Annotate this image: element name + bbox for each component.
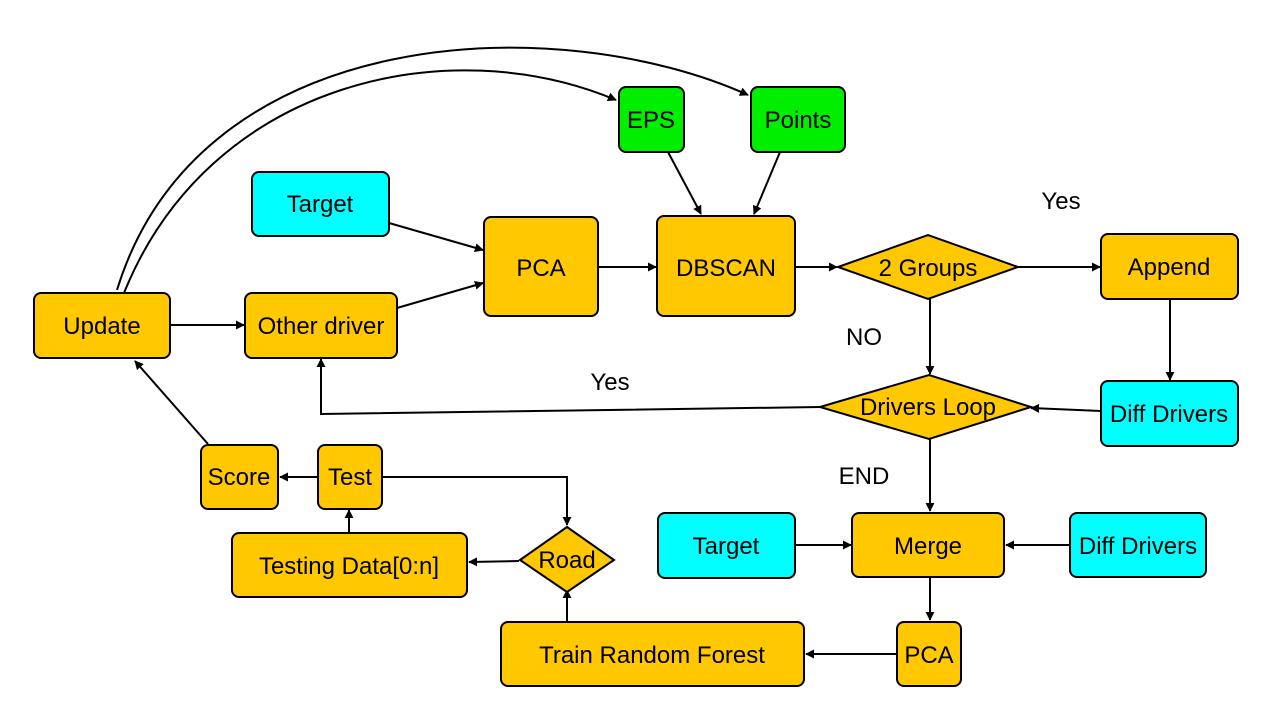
edge-loop-otherdriver (316, 358, 821, 416)
edges (116, 46, 1175, 659)
edge-otherdriver-pca (396, 280, 484, 309)
node-dbscan[interactable]: DBSCAN (656, 215, 796, 317)
node-pca-top[interactable]: PCA (483, 216, 599, 317)
edge-labels: Yes NO Yes END (590, 188, 1080, 490)
node-pca-top-label: PCA (516, 255, 565, 282)
node-diff-drivers-top-label: Diff Drivers (1110, 401, 1228, 428)
node-train-random-forest-label: Train Random Forest (539, 642, 765, 669)
node-eps-label: EPS (627, 107, 675, 134)
node-target-top[interactable]: Target (251, 171, 390, 237)
node-append-label: Append (1128, 254, 1211, 281)
edge-test-road (383, 476, 572, 526)
node-append[interactable]: Append (1100, 233, 1239, 300)
edge-eps-dbscan (667, 151, 702, 215)
node-two-groups-label: 2 Groups (879, 255, 978, 282)
node-test[interactable]: Test (317, 444, 383, 510)
node-score-label: Score (208, 464, 271, 491)
node-eps[interactable]: EPS (618, 86, 685, 153)
node-dbscan-label: DBSCAN (676, 255, 776, 282)
edge-label-yes-groups: Yes (1041, 188, 1080, 215)
edge-update-points (116, 46, 749, 291)
node-road[interactable]: Road (518, 525, 616, 594)
node-pca-bottom[interactable]: PCA (896, 621, 962, 687)
node-merge[interactable]: Merge (851, 512, 1005, 578)
edge-points-dbscan (752, 151, 781, 215)
node-target-top-label: Target (287, 191, 354, 218)
node-points-label: Points (765, 107, 832, 134)
node-train-random-forest[interactable]: Train Random Forest (500, 621, 805, 687)
node-test-label: Test (328, 464, 372, 491)
edge-label-end-loop: END (839, 463, 890, 490)
node-other-driver-label: Other driver (258, 313, 385, 340)
node-merge-label: Merge (894, 533, 962, 560)
edge-score-update (134, 360, 209, 445)
node-diff-drivers-bottom-label: Diff Drivers (1079, 533, 1197, 560)
node-score[interactable]: Score (200, 444, 279, 510)
node-testing-data[interactable]: Testing Data[0:n] (231, 532, 468, 598)
node-target-bottom-label: Target (693, 533, 760, 560)
node-target-bottom[interactable]: Target (657, 512, 796, 579)
node-pca-bottom-label: PCA (904, 642, 953, 669)
edge-label-no-groups: NO (846, 324, 882, 351)
node-two-groups[interactable]: 2 Groups (835, 233, 1021, 301)
node-road-label: Road (538, 547, 595, 574)
edge-label-yes-loop: Yes (590, 369, 629, 396)
edge-target-pca (388, 222, 484, 253)
nodes: Update Other driver Target PCA EPS Point… (33, 86, 1239, 687)
node-update-label: Update (63, 313, 140, 340)
node-drivers-loop-label: Drivers Loop (860, 394, 996, 421)
node-update[interactable]: Update (33, 292, 171, 359)
edge-update-eps (123, 69, 617, 294)
node-other-driver[interactable]: Other driver (244, 292, 398, 359)
node-diff-drivers-top[interactable]: Diff Drivers (1100, 380, 1239, 447)
node-testing-data-label: Testing Data[0:n] (259, 553, 439, 580)
node-points[interactable]: Points (750, 86, 846, 153)
node-diff-drivers-bottom[interactable]: Diff Drivers (1069, 512, 1207, 578)
node-drivers-loop[interactable]: Drivers Loop (816, 373, 1035, 441)
edge-road-testingdata (468, 557, 520, 567)
edge-diffdrivers-loop (1030, 403, 1102, 413)
